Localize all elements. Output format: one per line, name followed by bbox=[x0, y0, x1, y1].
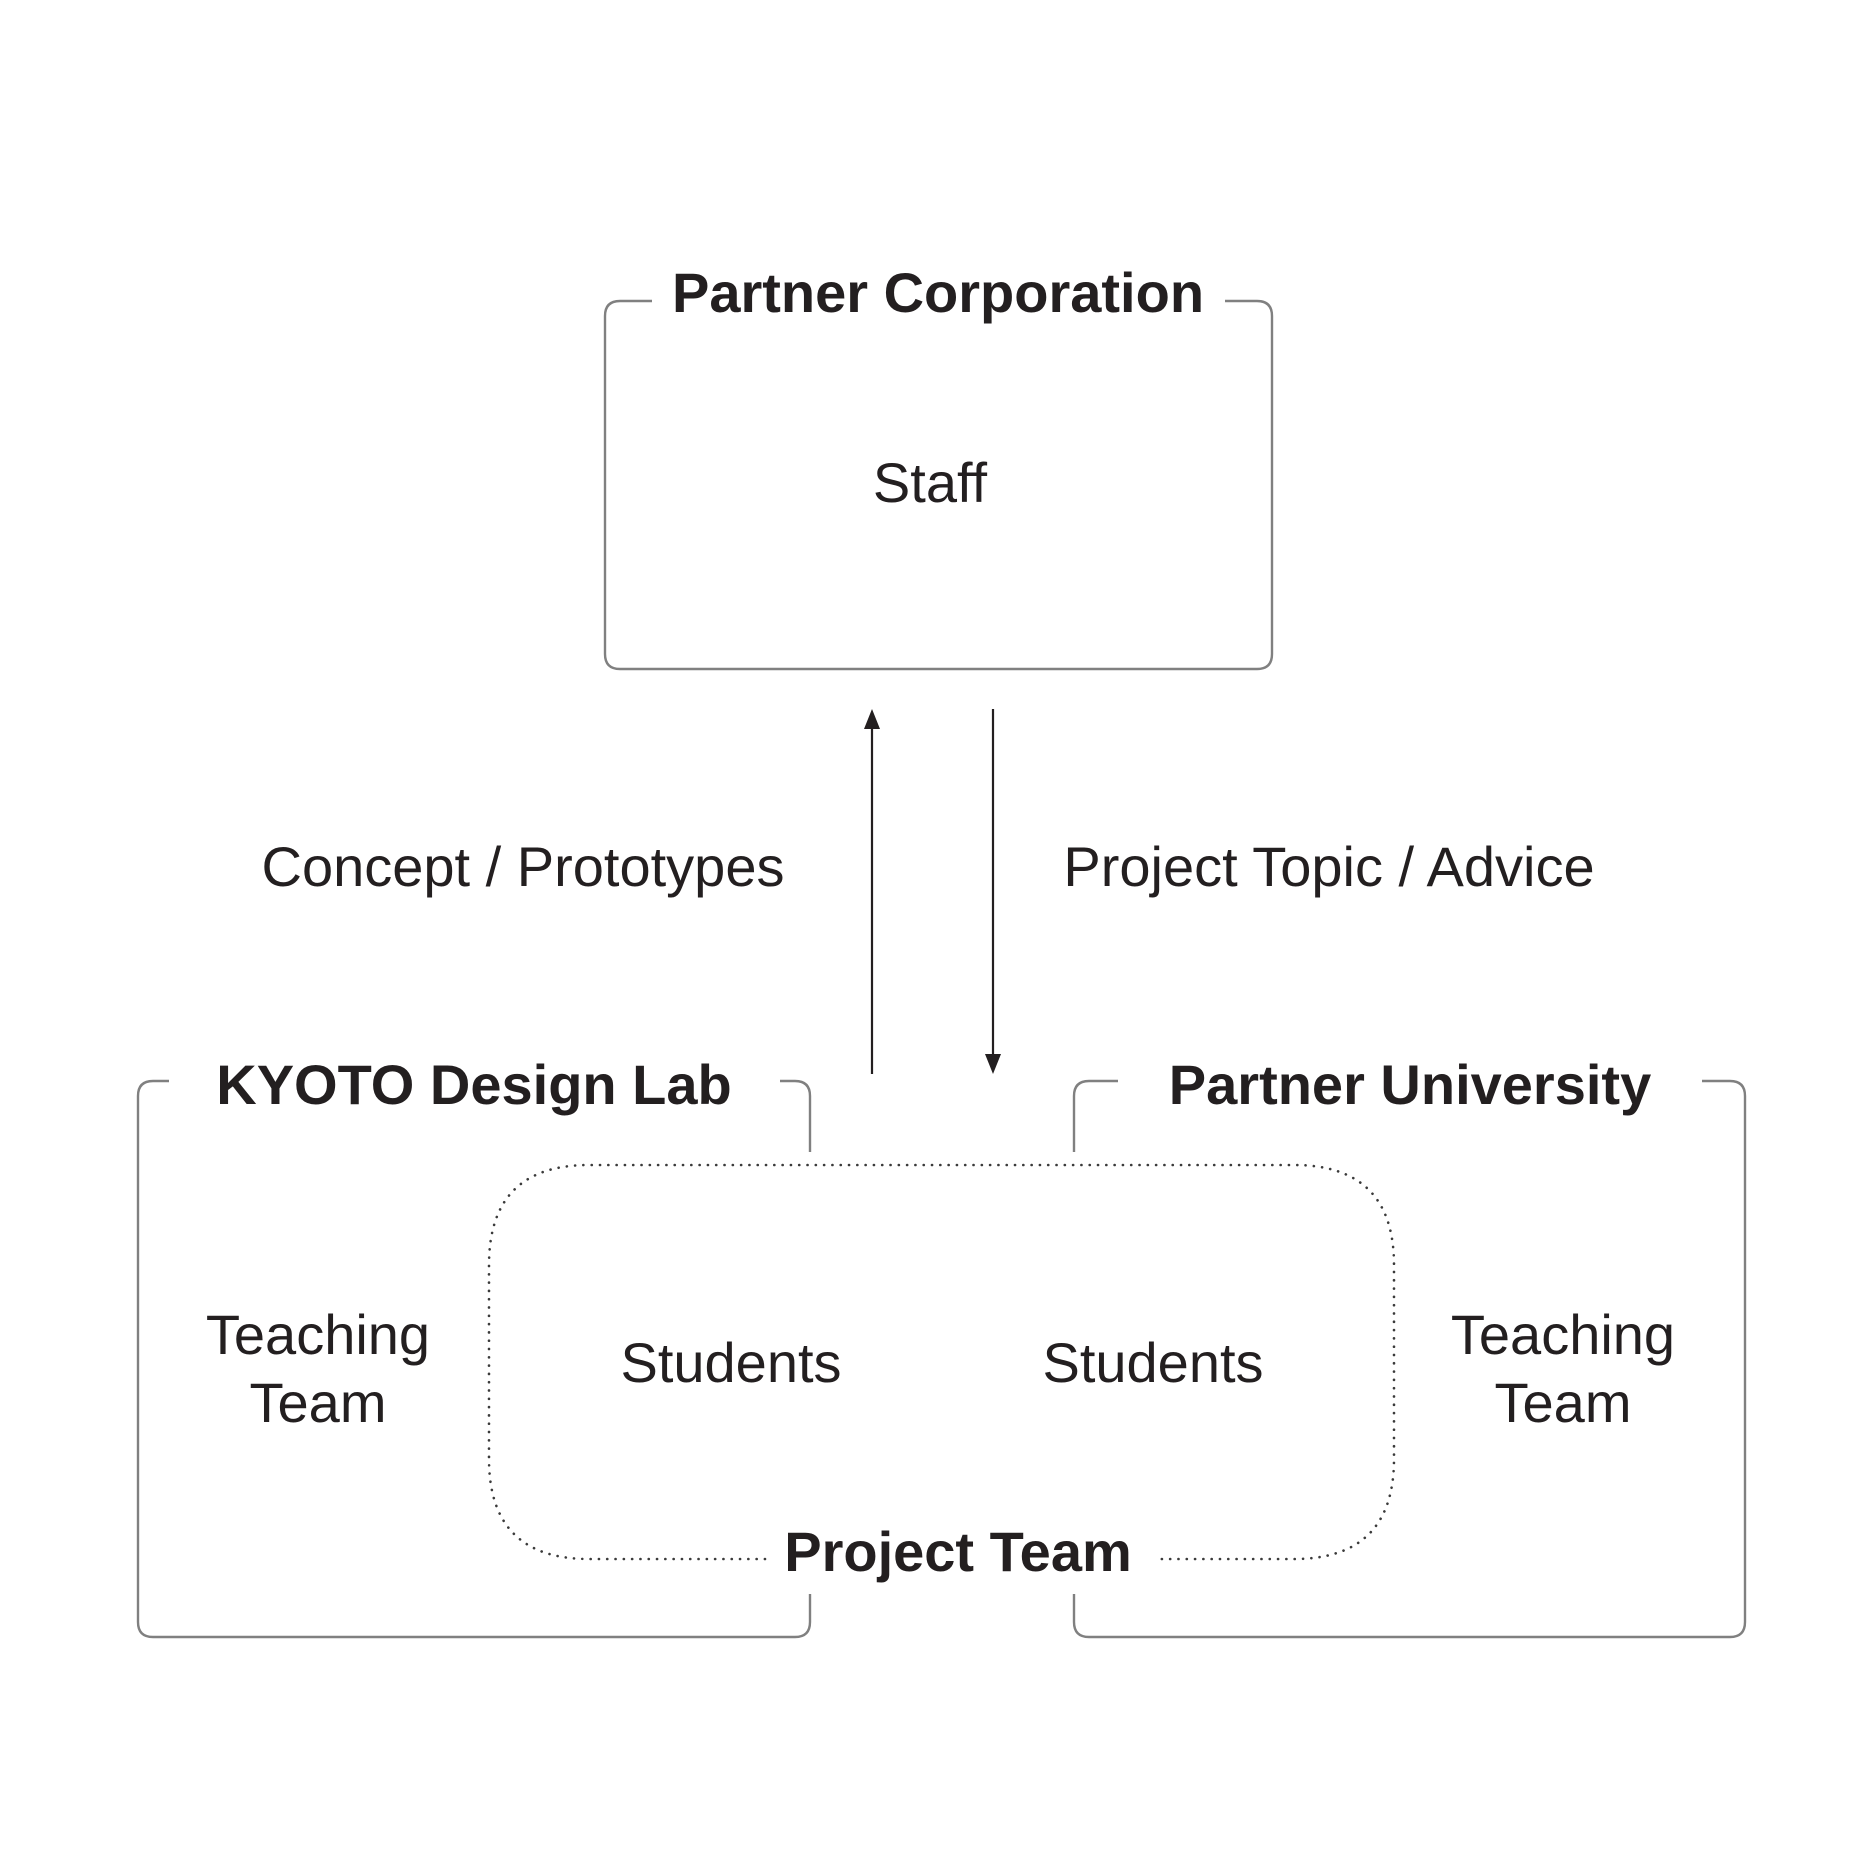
downward-arrow-head bbox=[985, 1054, 1001, 1074]
university-students-label: Students bbox=[1042, 1331, 1263, 1394]
flow-arrows: Concept / Prototypes Project Topic / Adv… bbox=[262, 709, 1595, 1074]
kyoto-design-lab-box-top-right bbox=[780, 1079, 812, 1152]
university-teaching-team-label-line2: Team bbox=[1495, 1371, 1632, 1434]
staff-label: Staff bbox=[873, 451, 988, 514]
partner-university-title: Partner University bbox=[1169, 1053, 1651, 1116]
project-team-title: Project Team bbox=[784, 1520, 1132, 1583]
partner-university-box-top-left bbox=[1072, 1079, 1118, 1152]
partner-corporation-group: Partner Corporation Staff bbox=[603, 261, 1274, 671]
project-topic-advice-label: Project Topic / Advice bbox=[1063, 835, 1594, 898]
partner-university-box bbox=[1072, 1079, 1747, 1639]
kyoto-design-lab-group: KYOTO Design Lab Teaching Team Students bbox=[136, 1053, 842, 1639]
upward-arrow-head bbox=[864, 709, 880, 729]
partner-university-group: Partner University Teaching Team Student… bbox=[1042, 1053, 1747, 1639]
partner-corporation-title: Partner Corporation bbox=[672, 261, 1204, 324]
project-team-dotted-boundary bbox=[487, 1163, 1396, 1561]
kyoto-teaching-team-label-line1: Teaching bbox=[206, 1303, 430, 1366]
concept-prototypes-label: Concept / Prototypes bbox=[262, 835, 785, 898]
kyoto-design-lab-title: KYOTO Design Lab bbox=[216, 1053, 731, 1116]
partner-corporation-box bbox=[603, 299, 1274, 671]
kyoto-teaching-team-label-line2: Team bbox=[250, 1371, 387, 1434]
kyoto-design-lab-box-top bbox=[136, 1079, 812, 1639]
university-teaching-team-label-line1: Teaching bbox=[1451, 1303, 1675, 1366]
kyoto-students-label: Students bbox=[620, 1331, 841, 1394]
project-team-group: Project Team bbox=[487, 1163, 1396, 1583]
